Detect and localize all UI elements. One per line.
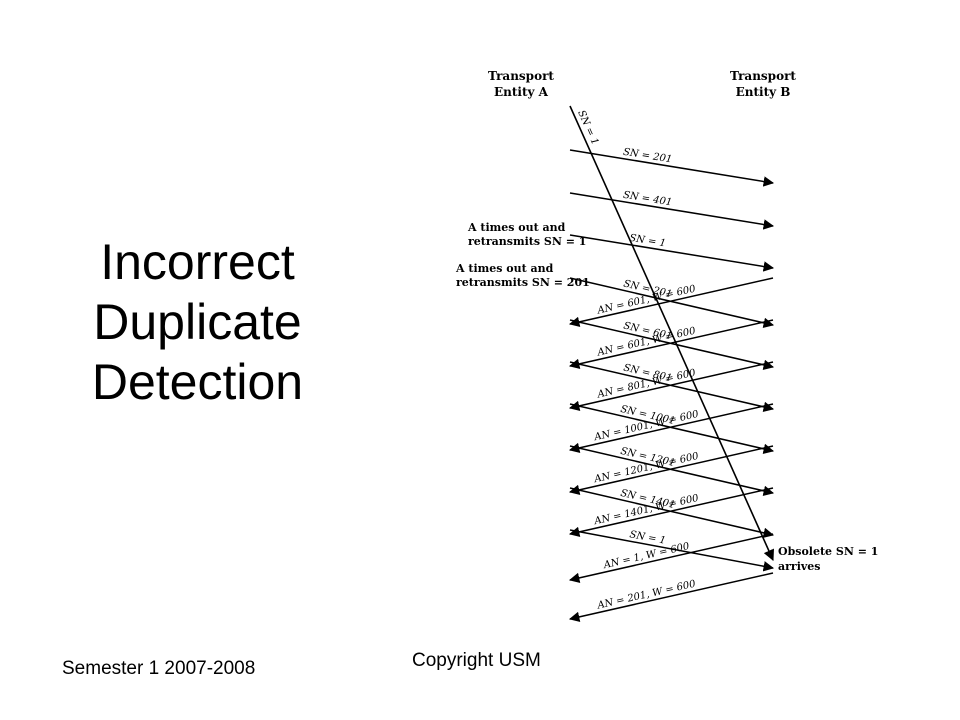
b2a-arrow-0 (568, 277, 774, 328)
obsolete-note-line-1: Obsolete SN = 1 (778, 545, 878, 558)
timeout2-note-line-1: A times out and (455, 262, 554, 275)
a2b-arrow-0 (569, 149, 775, 187)
b2a-label-7: AN = 201, W = 600 (596, 579, 698, 612)
footer-copyright: Copyright USM (412, 652, 541, 671)
b2a-arrow-4 (568, 445, 774, 496)
b2a-arrow-6 (568, 533, 774, 584)
b2a-arrow-1 (568, 319, 774, 370)
entity-a-header-line-1: Transport (488, 69, 554, 83)
timeout2-note-line-2: retransmits SN = 201 (456, 276, 590, 289)
b2a-arrow-2 (568, 361, 774, 412)
b2a-arrow-7 (568, 572, 774, 623)
a2b-arrow-2 (569, 234, 775, 272)
sequence-diagram: Transport Entity A Transport Entity B SN… (455, 69, 878, 623)
entity-b-header-line-1: Transport (730, 69, 796, 83)
a2b-arrow-9 (569, 529, 775, 572)
obsolete-note-line-2: arrives (778, 560, 820, 573)
timeout1-note-line-1: A times out and (467, 221, 566, 234)
a2b-arrow-1 (569, 192, 775, 230)
obsolete-segment-arrow (569, 105, 774, 562)
b2a-arrow-3 (568, 403, 774, 454)
title-line-2: Duplicate (93, 294, 302, 350)
b2a-arrow-5 (568, 487, 774, 538)
entity-a-header-line-2: Entity A (494, 85, 549, 99)
slide-title: Incorrect Duplicate Detection (40, 232, 355, 412)
title-line-1: Incorrect (100, 234, 295, 290)
entity-b-header-line-2: Entity B (736, 85, 791, 99)
footer-semester: Semester 1 2007-2008 (62, 658, 256, 679)
title-line-3: Detection (91, 354, 304, 410)
timeout1-note-line-2: retransmits SN = 1 (468, 235, 586, 248)
